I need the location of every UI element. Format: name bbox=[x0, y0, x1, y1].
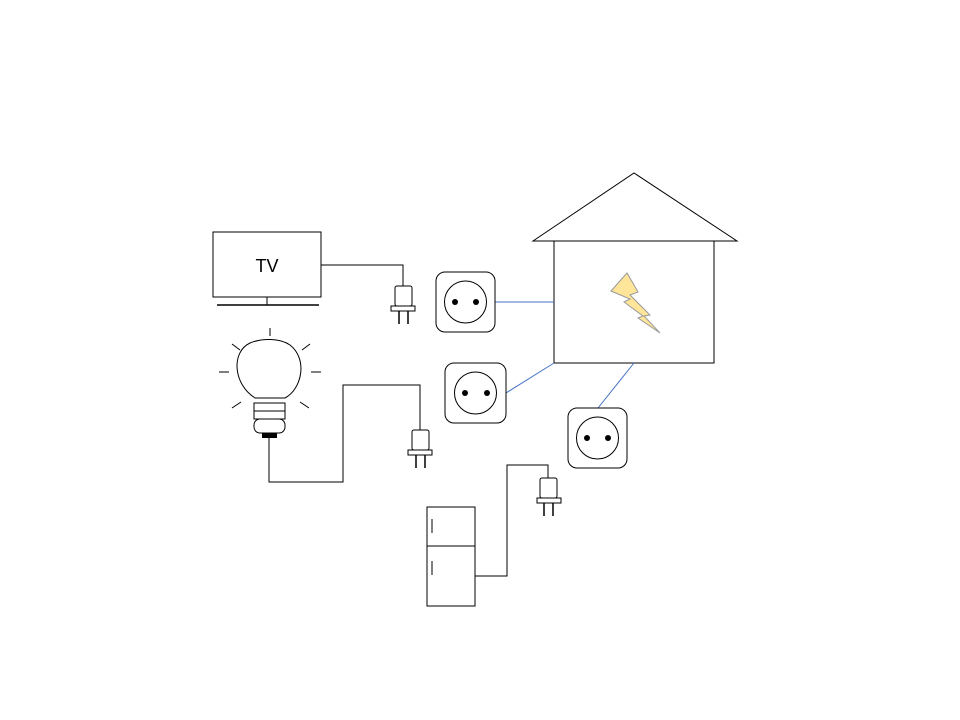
tv-cable bbox=[321, 264, 404, 286]
tv-icon bbox=[212, 231, 322, 306]
tv-label: TV bbox=[255, 256, 278, 276]
connector-house-socket-3 bbox=[597, 362, 635, 409]
socket-icon bbox=[444, 362, 507, 424]
connector-house-socket-2 bbox=[505, 362, 555, 394]
socket-icon bbox=[435, 271, 496, 333]
plug-icon bbox=[536, 477, 562, 516]
socket-icon bbox=[567, 407, 628, 469]
plug-icon bbox=[407, 429, 433, 468]
lightning-icon bbox=[610, 272, 661, 334]
house-icon bbox=[531, 172, 739, 364]
plug-icon bbox=[390, 285, 416, 324]
bulb-cable bbox=[268, 384, 421, 483]
fridge-cable bbox=[475, 464, 549, 577]
light-bulb-icon bbox=[219, 328, 321, 438]
fridge-icon bbox=[426, 506, 476, 607]
